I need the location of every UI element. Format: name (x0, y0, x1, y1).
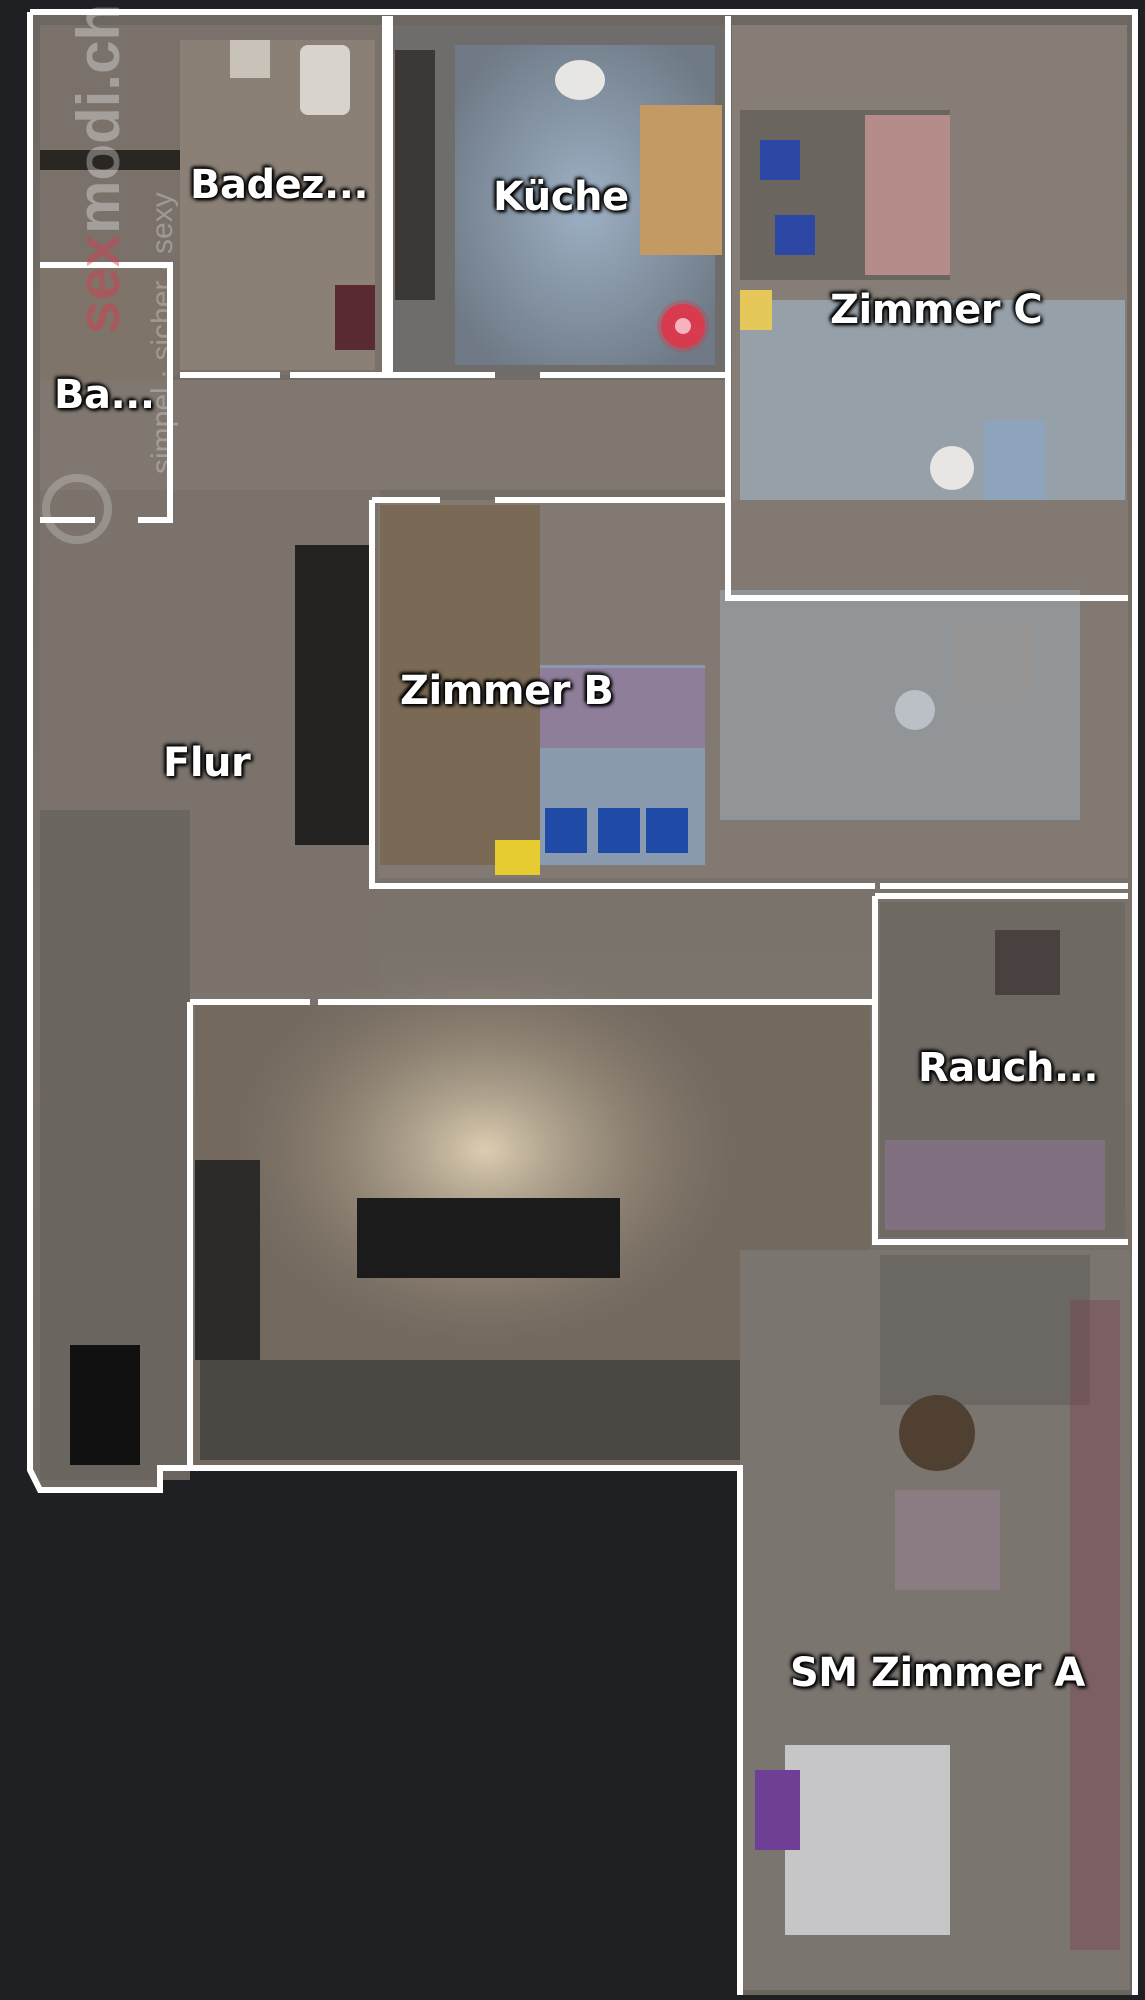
room-flur-area (40, 380, 730, 1480)
room-kueche-area (390, 25, 725, 375)
room-label-ba[interactable]: Ba... (54, 372, 155, 418)
room-zimmer-c-area (732, 25, 1127, 595)
room-label-sm-zimmer-a[interactable]: SM Zimmer A (790, 1650, 1085, 1696)
room-label-kueche[interactable]: Küche (493, 174, 629, 220)
walls (27, 9, 1138, 1995)
room-rauch-area (880, 902, 1125, 1237)
room-label-flur[interactable]: Flur (163, 740, 251, 786)
room-label-zimmer-c[interactable]: Zimmer C (830, 287, 1043, 333)
target-marker-icon[interactable] (661, 304, 705, 348)
room-sm-zimmer-a-area (740, 1250, 1130, 1990)
room-label-badezimmer[interactable]: Badez... (190, 162, 369, 208)
room-label-rauch[interactable]: Rauch... (918, 1045, 1099, 1091)
room-label-zimmer-b[interactable]: Zimmer B (400, 668, 614, 714)
room-zimmer-b-area (378, 500, 1128, 878)
